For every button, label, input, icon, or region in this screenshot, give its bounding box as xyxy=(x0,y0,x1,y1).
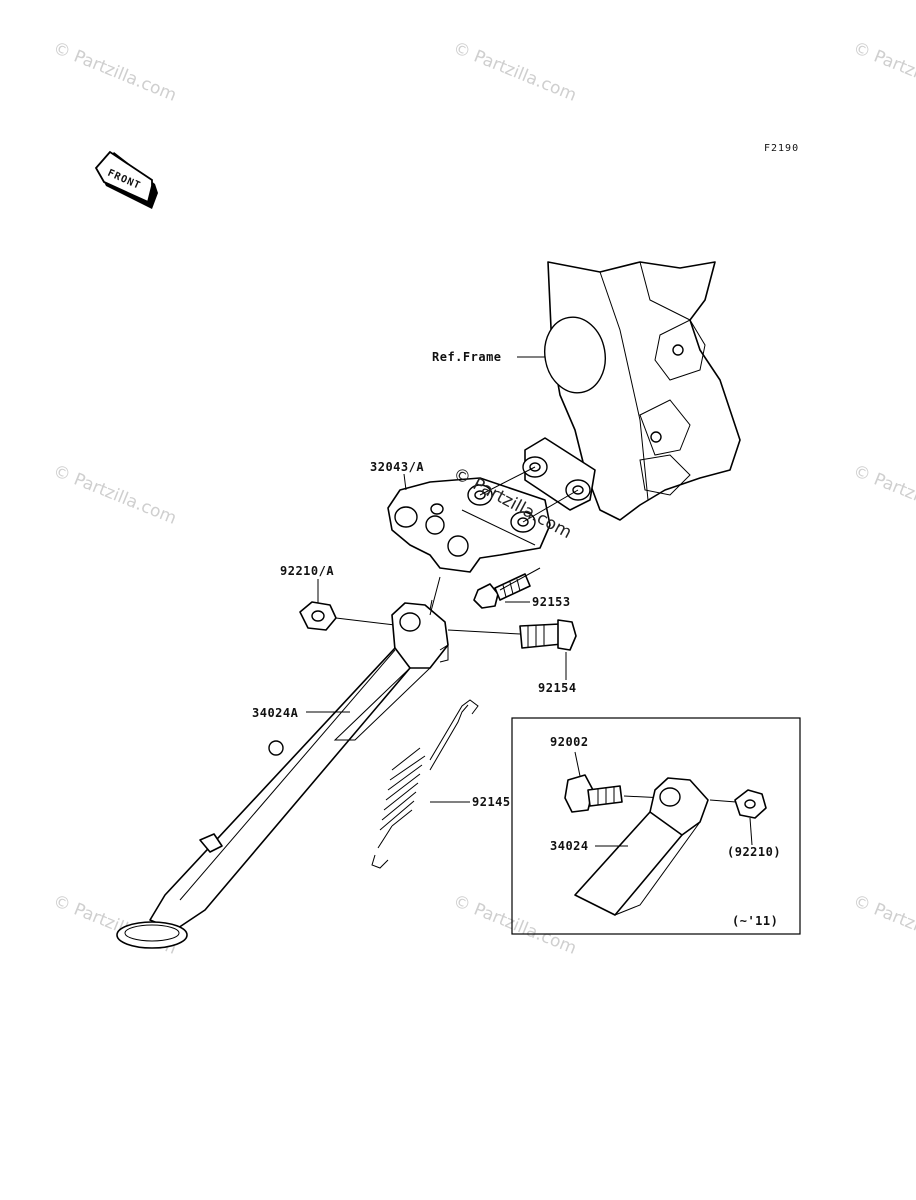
watermark: © Partzilla.com xyxy=(850,461,916,529)
stand-bracket xyxy=(387,466,579,573)
front-arrow-icon: FRONT xyxy=(94,150,158,209)
inset-box xyxy=(511,717,801,935)
label-92210-a: 92210/A xyxy=(280,564,334,578)
bolt-92154 xyxy=(447,619,577,680)
label-92154: 92154 xyxy=(538,681,577,695)
label-year-range: (~'11) xyxy=(732,914,778,928)
label-92210: (92210) xyxy=(727,845,781,859)
watermark: © Partzilla.com xyxy=(50,38,179,106)
labels: Ref.Frame 32043/A 92210/A 92153 92154 34… xyxy=(252,350,781,928)
label-34024a: 34024A xyxy=(252,706,299,720)
label-ref-frame: Ref.Frame xyxy=(432,350,502,364)
leader-lines xyxy=(306,356,628,847)
nut-92210-a xyxy=(299,601,396,631)
diagram-code: F2190 xyxy=(764,143,799,154)
watermark: © Partzilla.com xyxy=(850,38,916,106)
watermark: © Partzilla.com xyxy=(450,38,579,106)
spring-92145 xyxy=(371,699,479,869)
bolt-92002 xyxy=(564,774,594,813)
label-92145: 92145 xyxy=(472,795,511,809)
watermark: © Partzilla.com xyxy=(50,461,179,529)
watermark: © Partzilla.com xyxy=(450,891,579,959)
side-stand xyxy=(116,599,449,949)
watermark: © Partzilla.com xyxy=(850,891,916,959)
label-34024: 34024 xyxy=(550,839,589,853)
label-92002: 92002 xyxy=(550,735,589,749)
frame xyxy=(522,261,741,521)
bolt-92153 xyxy=(473,567,541,609)
label-32043-a: 32043/A xyxy=(370,460,424,474)
label-92153: 92153 xyxy=(532,595,571,609)
